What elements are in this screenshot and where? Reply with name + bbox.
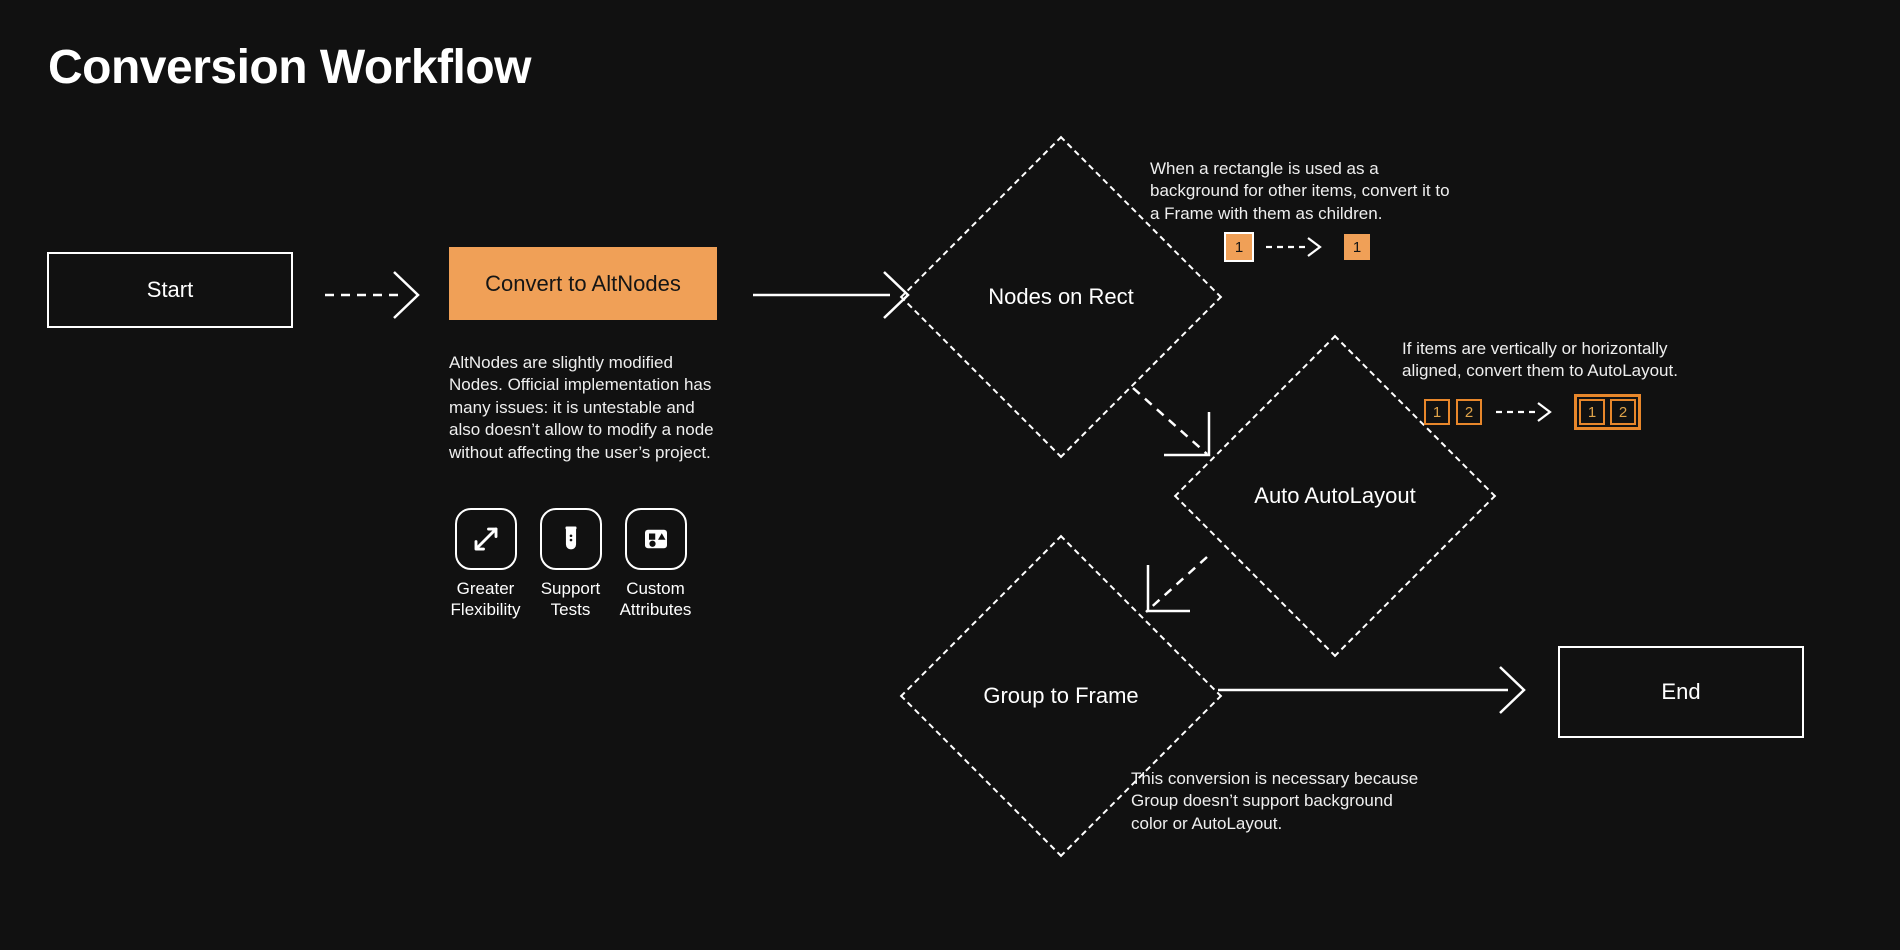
- node-convert-to-altnodes[interactable]: Convert to AltNodes: [449, 247, 717, 320]
- feature-caption-line1: Greater: [456, 579, 515, 598]
- expand-arrows-icon: [474, 527, 497, 551]
- node-auto-autolayout-label: Auto AutoLayout: [1254, 483, 1416, 508]
- feature-caption-line2: Flexibility: [450, 599, 521, 619]
- node-start-label: Start: [146, 277, 194, 302]
- badge-before-1: 1: [1424, 399, 1450, 425]
- shapes-icon-box: [624, 508, 687, 570]
- badge-illustration-nodes-on-rect: 1 1: [1224, 232, 1370, 262]
- page-title: Conversion Workflow: [48, 41, 532, 94]
- badge-after-1: 1: [1579, 399, 1605, 425]
- node-nodes-on-rect-label: Nodes on Rect: [988, 284, 1134, 309]
- badge-after-2: 2: [1610, 399, 1636, 425]
- node-start[interactable]: Start: [47, 252, 293, 328]
- group-to-frame-note: This conversion is necessary because Gro…: [1131, 769, 1419, 833]
- feature-support-tests: Support Tests: [537, 508, 604, 620]
- edge-convert-to-nodes-on-rect: [753, 271, 910, 319]
- node-group-to-frame[interactable]: Group to Frame: [899, 534, 1223, 858]
- badge-after-1: 1: [1344, 234, 1370, 260]
- badge-before-1: 1: [1224, 232, 1254, 262]
- node-end[interactable]: End: [1558, 646, 1804, 738]
- feature-caption-greater-flexibility: Greater Flexibility: [451, 579, 521, 620]
- feature-custom-attributes: Custom Attributes: [620, 508, 692, 620]
- badge-transform-arrow: [1496, 401, 1560, 423]
- test-tube-icon: [565, 526, 576, 550]
- node-convert-label: Convert to AltNodes: [485, 270, 681, 296]
- feature-caption-support-tests: Support Tests: [541, 579, 601, 620]
- feature-caption-custom-attributes: Custom Attributes: [620, 579, 692, 620]
- node-end-label: End: [1661, 679, 1701, 704]
- nodes-on-rect-note: When a rectangle is used as a background…: [1150, 159, 1450, 223]
- expand-arrows-icon-box: [454, 508, 517, 570]
- feature-list: Greater Flexibility Support Tests: [451, 508, 692, 620]
- auto-autolayout-note: If items are vertically or horizontally …: [1402, 339, 1678, 381]
- node-auto-autolayout[interactable]: Auto AutoLayout: [1173, 334, 1497, 658]
- feature-greater-flexibility: Greater Flexibility: [451, 508, 521, 620]
- shapes-icon: [644, 529, 667, 549]
- edge-group-to-frame-to-end: [1218, 666, 1526, 714]
- test-tube-icon-box: [539, 508, 602, 570]
- badge-before-2: 2: [1456, 399, 1482, 425]
- feature-caption-line1: Custom: [626, 579, 685, 598]
- badge-illustration-auto-autolayout: 1 2 1 2: [1424, 394, 1641, 430]
- feature-caption-line2: Attributes: [619, 599, 692, 619]
- badge-group-before: 1 2: [1424, 399, 1482, 425]
- node-nodes-on-rect[interactable]: Nodes on Rect: [899, 135, 1223, 459]
- badge-group-after: 1 2: [1574, 394, 1641, 430]
- edge-start-to-convert: [325, 271, 420, 319]
- feature-caption-line2: Tests: [550, 599, 591, 619]
- node-group-to-frame-label: Group to Frame: [983, 683, 1139, 708]
- feature-caption-line1: Support: [540, 579, 601, 598]
- convert-description: AltNodes are slightly modified Nodes. Of…: [449, 353, 714, 462]
- badge-transform-arrow: [1266, 236, 1330, 258]
